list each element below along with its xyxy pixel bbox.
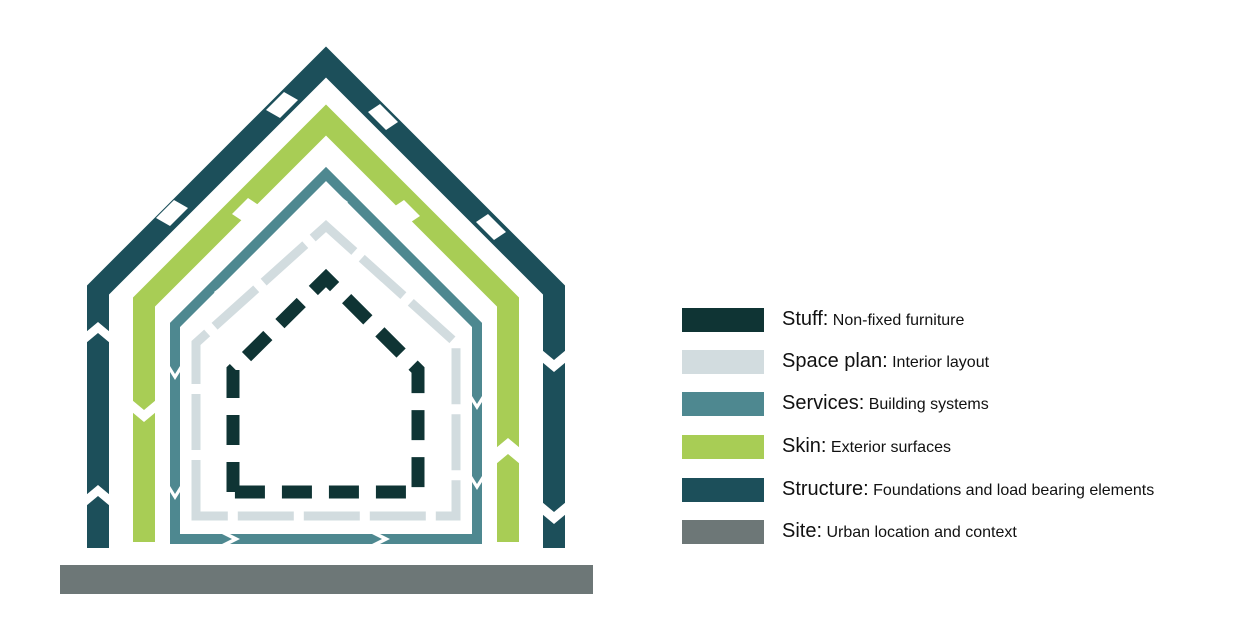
legend-item-site: Site: Urban location and context	[682, 518, 1242, 544]
legend-swatch-site	[682, 520, 764, 544]
stuff-layer	[226, 268, 425, 499]
skin-layer	[133, 104, 519, 542]
legend-swatch-structure	[682, 478, 764, 502]
layer-gap-marks	[86, 92, 566, 544]
legend-name-skin: Skin:	[782, 435, 827, 457]
legend-swatch-stuff	[682, 308, 764, 332]
legend-item-structure: Structure: Foundations and load bearing …	[682, 476, 1242, 502]
structure-layer	[87, 46, 565, 548]
site-ground-bar	[60, 565, 593, 594]
legend-desc-space-plan: Interior layout	[892, 354, 990, 371]
legend-desc-skin: Exterior surfaces	[830, 439, 951, 456]
legend-name-stuff: Stuff:	[782, 308, 829, 330]
legend-name-structure: Structure:	[782, 478, 869, 500]
legend-desc-stuff: Non-fixed furniture	[832, 312, 965, 329]
legend-item-skin: Skin: Exterior surfaces	[682, 433, 1242, 459]
services-layer	[170, 166, 482, 544]
legend-item-stuff: Stuff: Non-fixed furniture	[682, 306, 1242, 332]
legend-swatch-space-plan	[682, 350, 764, 374]
legend-name-site: Site:	[782, 520, 823, 542]
legend-item-space-plan: Space plan: Interior layout	[682, 348, 1242, 374]
shearing-layers-house-diagram	[60, 46, 593, 594]
legend-desc-services: Building systems	[868, 396, 989, 413]
legend-name-space-plan: Space plan:	[782, 350, 888, 372]
legend-name-services: Services:	[782, 392, 865, 414]
space-plan-layer	[191, 219, 461, 521]
legend-item-services: Services: Building systems	[682, 390, 1242, 416]
legend-desc-site: Urban location and context	[826, 524, 1017, 541]
legend-swatch-services	[682, 392, 764, 416]
legend-swatch-skin	[682, 435, 764, 459]
legend-desc-structure: Foundations and load bearing elements	[873, 482, 1155, 499]
